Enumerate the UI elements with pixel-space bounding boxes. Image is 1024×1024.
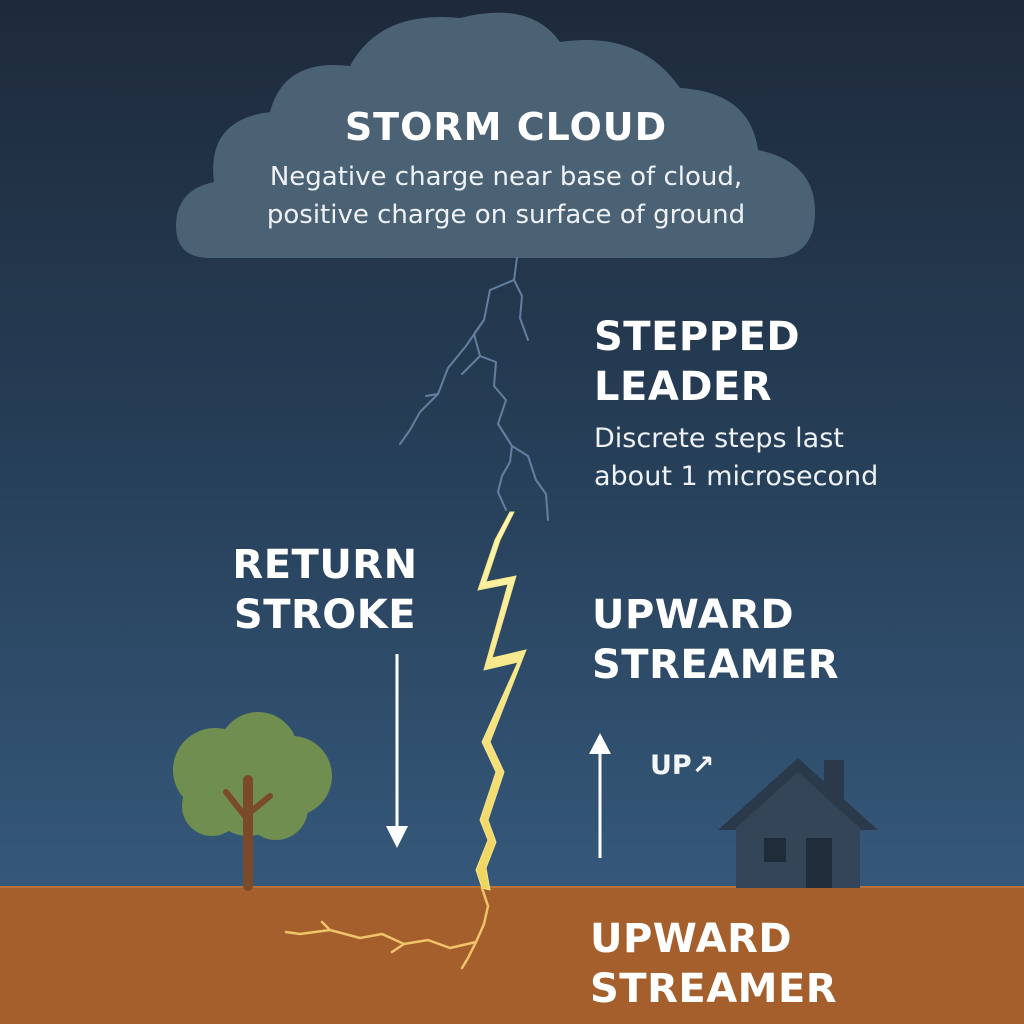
- house-door: [806, 838, 832, 888]
- ground-streamer-title-line1: UPWARD: [590, 916, 793, 962]
- return-stroke-arrow: [386, 654, 408, 848]
- house-window: [764, 838, 786, 862]
- upward-streamer-title-line2: STREAMER: [592, 642, 840, 688]
- ground-discharge: [284, 886, 490, 970]
- storm-cloud-description: Negative charge near base of cloud, posi…: [178, 158, 834, 234]
- return-stroke-title-line2: STROKE: [233, 592, 417, 638]
- storm-cloud-description-line2: positive charge on surface of ground: [266, 200, 746, 230]
- cloud-label: STORM CLOUD Negative charge near base of…: [178, 102, 834, 234]
- stepped-leader-description: Discrete steps last about 1 microsecond: [594, 420, 924, 496]
- stepped-leader-branches: [399, 257, 549, 521]
- storm-cloud-title: STORM CLOUD: [344, 105, 668, 149]
- stepped-leader-title: STEPPED LEADER: [594, 312, 914, 412]
- tree-trunk: [223, 775, 273, 891]
- upward-streamer-arrow: [589, 733, 611, 858]
- tree: [173, 712, 332, 891]
- ground-streamer-title: UPWARD STREAMER: [590, 914, 890, 1014]
- upward-streamer-title-line1: UPWARD: [592, 592, 795, 638]
- storm-cloud-description-line1: Negative charge near base of cloud,: [269, 162, 743, 192]
- ground: [0, 886, 1024, 1024]
- upward-streamer-title: UPWARD STREAMER: [592, 590, 892, 690]
- return-stroke-title-line1: RETURN: [232, 542, 418, 588]
- storm-cloud: [176, 12, 815, 258]
- stepped-leader-description-line2: about 1 microsecond: [594, 461, 879, 492]
- upward-streamer-tag: UP↗: [650, 750, 715, 781]
- ground-streamer-title-line2: STREAMER: [590, 966, 838, 1012]
- lightning-bolt: [475, 511, 527, 891]
- stepped-leader-description-line1: Discrete steps last: [594, 423, 844, 454]
- return-stroke-title: RETURN STROKE: [220, 540, 430, 640]
- house: [718, 758, 878, 888]
- stepped-leader-title-line2: LEADER: [594, 364, 773, 410]
- stepped-leader-title-line1: STEPPED: [594, 314, 801, 360]
